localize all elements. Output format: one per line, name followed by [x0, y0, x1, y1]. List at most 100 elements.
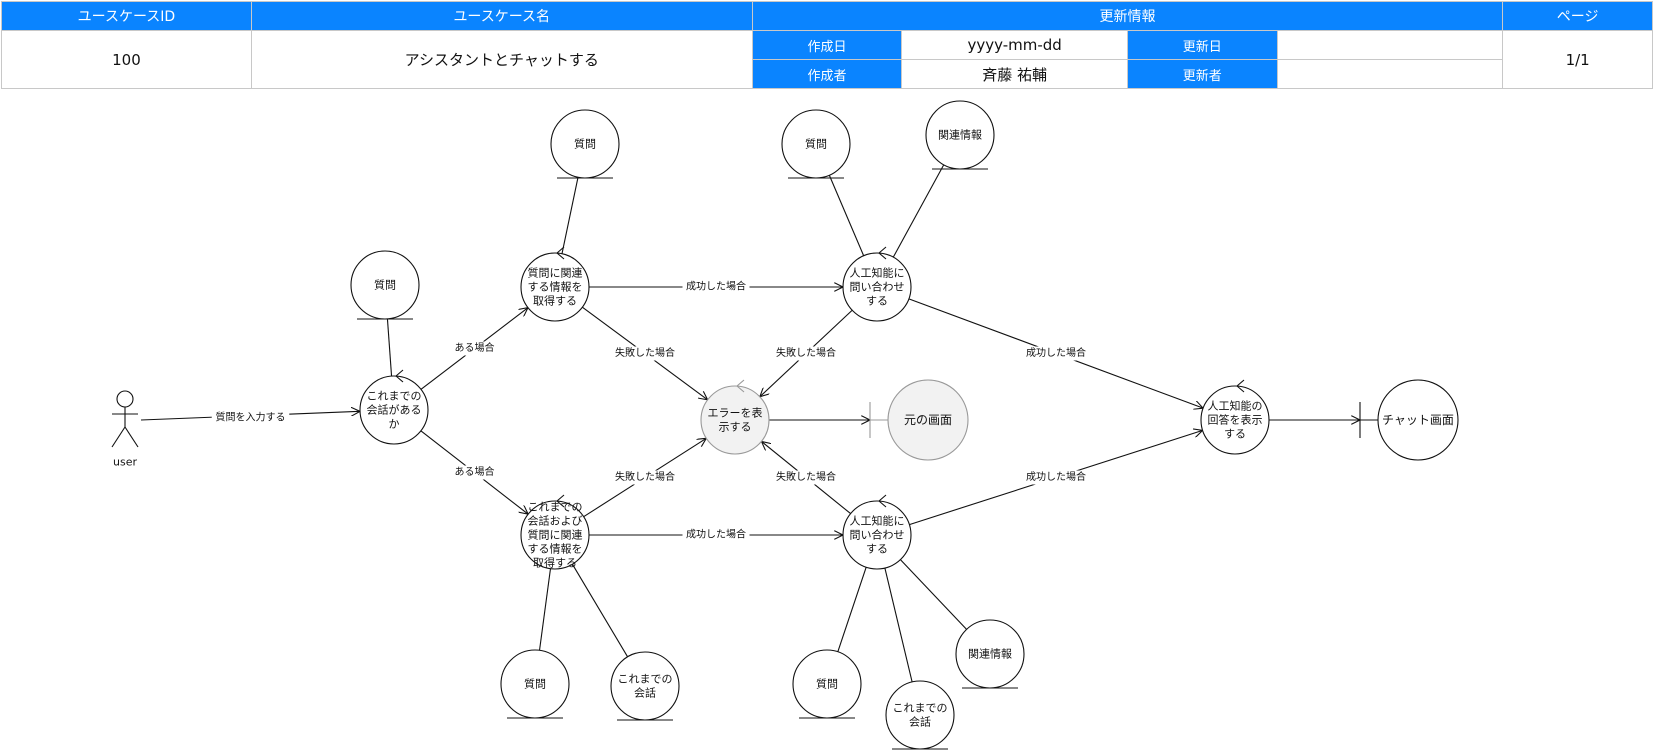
control-show_error-text: 示する	[719, 421, 752, 434]
control-show_answer-text: 人工知能の	[1208, 399, 1263, 413]
edge-label-fail_ai_bottom: 失敗した場合	[772, 470, 840, 485]
control-get_info_hist-text: これまでの	[528, 501, 583, 514]
control-get_info_hist-text: 取得する	[533, 557, 577, 570]
control-get_info_hist-text: 会話および	[528, 514, 583, 528]
usecase-header-table: ユースケースID ユースケース名 更新情報 ページ 100 アシスタントとチャッ…	[1, 1, 1653, 89]
control-has_history-text: これまでの	[367, 390, 422, 403]
control-has_history-text: 会話がある	[367, 403, 422, 417]
edge-label-input: 質問を入力する	[211, 411, 290, 425]
svg-text:成功した場合: 成功した場合	[686, 528, 746, 541]
entity-hist_ai_bottom-text: 会話	[909, 715, 931, 729]
control-get_info_hist-text: する情報を	[528, 543, 583, 556]
boundary-chat_screen: チャット画面	[1359, 379, 1459, 461]
control-get_info_hist-text: 質問に関連	[528, 528, 583, 542]
header-usecase-id-label: ユースケースID	[1, 1, 252, 31]
entity-q_ai_top: 質問	[781, 109, 851, 179]
created-date-label: 作成日	[751, 30, 903, 60]
control-has_history-text: か	[389, 418, 400, 431]
control-ask_ai_bottom-text: する	[866, 543, 888, 556]
updated-date-value	[1276, 30, 1504, 60]
edge-label-success_bottom_mid: 成功した場合	[682, 528, 750, 542]
svg-text:失敗した場合: 失敗した場合	[615, 470, 675, 483]
entity-q_get_top-text: 質問	[574, 137, 596, 151]
boundary-chat_screen-text: チャット画面	[1382, 413, 1454, 427]
actor-user: user	[111, 390, 139, 469]
control-ask_ai_bottom-text: 人工知能に	[850, 514, 905, 528]
actor-label: user	[113, 456, 137, 469]
entity-q_hist: 質問	[350, 250, 420, 320]
svg-text:ある場合: ある場合	[455, 341, 495, 354]
control-ask_ai_top-text: 問い合わせ	[850, 280, 905, 294]
edge-label-exists_top: ある場合	[451, 341, 498, 356]
assoc-rel_ai_top	[892, 164, 945, 258]
svg-text:質問を入力する: 質問を入力する	[216, 411, 286, 424]
control-get_info_q-text: する情報を	[528, 281, 583, 294]
control-ask_ai_top-text: する	[866, 295, 888, 308]
assoc-q_get_bottom	[538, 568, 552, 651]
entity-q_hist-text: 質問	[374, 278, 396, 292]
assoc-q_hist	[386, 318, 393, 377]
edge-label-success_top_mid: 成功した場合	[682, 280, 750, 294]
edge-label-success_ai_top: 成功した場合	[1022, 346, 1090, 361]
control-show_error-text: エラーを表	[708, 406, 763, 420]
edge-label-exists_bottom: ある場合	[451, 465, 498, 480]
entity-rel_ai_top: 関連情報	[925, 100, 995, 170]
updater-label: 更新者	[1126, 59, 1278, 89]
boundary-original_screen: 元の画面	[869, 379, 969, 461]
usecase-id-value: 100	[1, 30, 252, 89]
entity-hist_get_bottom-text: 会話	[634, 686, 656, 700]
assoc-q_ai_top	[828, 175, 865, 256]
control-show_answer-text: 回答を表示	[1208, 413, 1263, 427]
control-ask_ai_bottom-text: 問い合わせ	[850, 528, 905, 542]
entity-q_get_bottom-text: 質問	[524, 677, 546, 691]
edge-label-fail_ai_top: 失敗した場合	[772, 346, 840, 361]
edge-labels-layer: 質問を入力するある場合ある場合成功した場合成功した場合失敗した場合失敗した場合失…	[211, 280, 1090, 542]
control-get_info_q-text: 質問に関連	[528, 266, 583, 280]
updater-value	[1276, 59, 1504, 89]
entity-rel_ai_bottom-text: 関連情報	[968, 647, 1012, 661]
svg-text:失敗した場合: 失敗した場合	[776, 470, 836, 483]
entity-hist_ai_bottom-text: これまでの	[893, 702, 948, 715]
control-get_info_q-text: 取得する	[533, 295, 577, 308]
edge-label-success_ai_bottom: 成功した場合	[1022, 470, 1090, 485]
entity-q_get_bottom: 質問	[500, 649, 570, 719]
assoc-q_get_top	[561, 177, 579, 254]
assoc-rel_ai_bottom	[900, 559, 967, 630]
svg-text:ある場合: ある場合	[455, 465, 495, 478]
usecase-name-value: アシスタントとチャットする	[250, 30, 753, 89]
control-ask_ai_top-text: 人工知能に	[850, 266, 905, 280]
entity-q_ai_top-text: 質問	[805, 137, 827, 151]
page-value: 1/1	[1502, 30, 1653, 89]
assoc-hist_get_bottom	[571, 563, 629, 658]
entity-q_get_top: 質問	[550, 109, 620, 179]
assoc-q_ai_bottom	[837, 567, 867, 652]
boundary-original_screen-text: 元の画面	[904, 413, 952, 427]
assoc-hist_ai_bottom	[884, 567, 913, 683]
author-label: 作成者	[751, 59, 903, 89]
entity-rel_ai_bottom: 関連情報	[955, 619, 1025, 689]
svg-text:失敗した場合: 失敗した場合	[615, 346, 675, 359]
svg-text:成功した場合: 成功した場合	[1026, 470, 1086, 483]
control-show_answer-text: する	[1224, 428, 1246, 441]
entity-q_ai_bottom-text: 質問	[816, 677, 838, 691]
entity-q_ai_bottom: 質問	[792, 649, 862, 719]
entity-hist_get_bottom-text: これまでの	[618, 673, 673, 686]
entity-rel_ai_top-text: 関連情報	[938, 128, 982, 142]
edge-label-fail_get_bottom: 失敗した場合	[611, 470, 679, 485]
created-date-value: yyyy-mm-dd	[901, 30, 1128, 60]
author-value: 斉藤 祐輔	[901, 59, 1128, 89]
updated-date-label: 更新日	[1126, 30, 1278, 60]
svg-text:成功した場合: 成功した場合	[1026, 346, 1086, 359]
svg-text:失敗した場合: 失敗した場合	[776, 346, 836, 359]
edge-label-fail_get_top: 失敗した場合	[611, 346, 679, 361]
